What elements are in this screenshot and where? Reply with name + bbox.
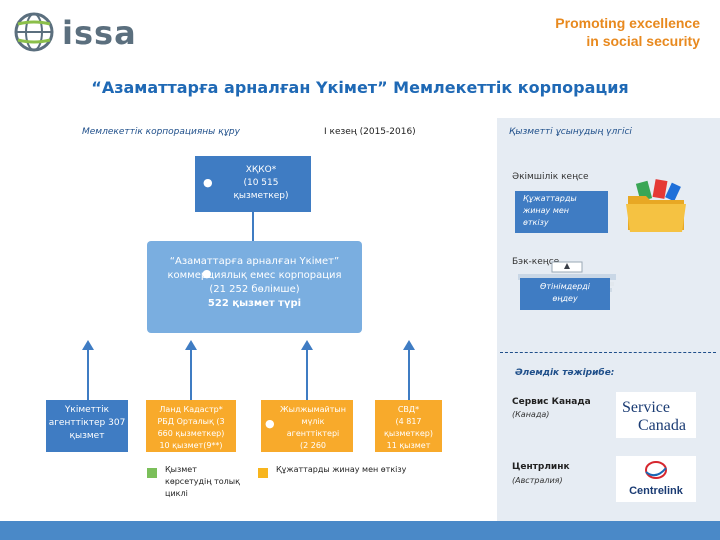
tagline: Promoting excellence in social security xyxy=(555,14,700,50)
real-estate-box: ● Жылжымайтын мүлік агенттіктері (2 260 xyxy=(261,400,353,452)
legend-collection-swatch xyxy=(258,468,268,478)
example-service-canada-country: (Канада) xyxy=(512,410,550,419)
corp-line4: 522 қызмет түрі xyxy=(207,298,302,309)
box4-line1: СВД* xyxy=(397,405,420,414)
box3-line1: Жылжымайтын xyxy=(280,405,346,414)
divider xyxy=(500,352,716,353)
box4-line2: (4 817 xyxy=(395,417,422,426)
tagline-line1: Promoting excellence xyxy=(555,15,700,31)
person-icon: ● xyxy=(202,267,212,280)
back-office-label: Бэк-кеңсе xyxy=(512,257,560,267)
issa-logo: issa xyxy=(62,14,137,52)
service-model-panel xyxy=(497,118,720,521)
footer-bar xyxy=(0,521,720,540)
box1-line3: қызмет xyxy=(69,431,105,441)
box3-line3: агенттіктері xyxy=(286,429,340,438)
issa-globe-icon xyxy=(14,12,54,52)
connector xyxy=(87,345,89,400)
service-model-header: Қызметті ұсынудың үлгісі xyxy=(509,127,632,137)
person-icon: ● xyxy=(265,417,275,430)
legend1-line2: көрсетудің толық xyxy=(165,477,240,486)
svg-text:Service: Service xyxy=(622,399,670,416)
corp-line3: (21 252 бөлімше) xyxy=(209,284,300,295)
svd-box: СВД* (4 817 қызметкер) 11 қызмет xyxy=(375,400,442,452)
apps-line2: өңдеу xyxy=(552,294,578,303)
corp-line2: коммерциялық емес корпорация xyxy=(167,270,342,281)
land-cadastre-box: Ланд Кадастр* РБД Орталық (3 660 қызметк… xyxy=(146,400,236,452)
corporation-box: “Азаматтарға арналған Үкімет” коммерциял… xyxy=(147,241,362,333)
svg-text:Canada: Canada xyxy=(638,417,686,434)
person-icon: ● xyxy=(203,176,213,189)
kkko-box: ● ХҚКО* (10 515 қызметкер) xyxy=(195,156,311,212)
box3-line4: (2 260 xyxy=(299,441,327,450)
application-processing-box: Өтінімдерді өңдеу xyxy=(520,278,610,310)
apps-line1: Өтінімдерді xyxy=(540,282,590,291)
box2-line2: РБД Орталық (3 xyxy=(157,417,225,426)
example-service-canada-name: Сервис Канада xyxy=(512,397,591,407)
box2-line3: 660 қызметкер) xyxy=(157,429,225,438)
svg-text:Centrelink: Centrelink xyxy=(629,485,684,497)
legend-full-cycle: Қызмет көрсетудің толық циклі xyxy=(165,464,240,500)
box4-line4: 11 қызмет xyxy=(386,441,431,450)
world-experience-label: Әлемдік тәжірибе: xyxy=(515,368,615,378)
document-collection-box: Құжаттарды жинау мен өткізу xyxy=(515,191,608,233)
example-centrelink-name: Центрлинк xyxy=(512,462,570,472)
legend-collection: Құжаттарды жинау мен өткізу xyxy=(276,465,407,474)
connector xyxy=(408,345,410,400)
kkko-line1: ХҚКО* xyxy=(245,165,277,175)
front-office-label: Әкімшілік кеңсе xyxy=(512,172,589,182)
gov-agencies-box: Үкіметтік агенттіктер 307 қызмет xyxy=(46,400,128,452)
tagline-line2: in social security xyxy=(586,33,700,49)
legend1-line1: Қызмет xyxy=(165,465,197,474)
box1-line1: Үкіметтік xyxy=(64,405,110,415)
phase-label: I кезең (2015-2016) xyxy=(324,127,416,137)
box3-line2: мүлік xyxy=(301,417,325,426)
connector xyxy=(190,345,192,400)
doc-line1: Құжаттарды xyxy=(523,194,577,203)
box4-line3: қызметкер) xyxy=(384,429,433,438)
example-centrelink-country: (Австралия) xyxy=(512,476,563,485)
legend-full-cycle-swatch xyxy=(147,468,157,478)
box2-line1: Ланд Кадастр* xyxy=(159,405,223,414)
service-canada-logo: Service Canada xyxy=(616,392,696,438)
folder-icon xyxy=(626,179,686,232)
connector xyxy=(306,345,308,400)
box1-line2: агенттіктер 307 xyxy=(48,418,126,428)
corp-creation-header: Мемлекеттік корпорацияны құру xyxy=(82,127,240,137)
corp-line1: “Азаматтарға арналған Үкімет” xyxy=(169,256,340,267)
centrelink-logo: Centrelink xyxy=(616,456,696,502)
box2-line4: 10 қызмет(9**) xyxy=(159,441,223,450)
doc-line2: жинау мен xyxy=(523,206,570,215)
legend1-line3: циклі xyxy=(165,489,188,498)
connector xyxy=(252,212,254,241)
kkko-line2: (10 515 xyxy=(243,178,279,188)
doc-line3: өткізу xyxy=(523,218,549,227)
arrow-heads xyxy=(82,340,415,350)
page-title: “Азаматтарға арналған Үкімет” Мемлекетті… xyxy=(91,78,629,97)
kkko-line3: қызметкер) xyxy=(233,191,289,201)
